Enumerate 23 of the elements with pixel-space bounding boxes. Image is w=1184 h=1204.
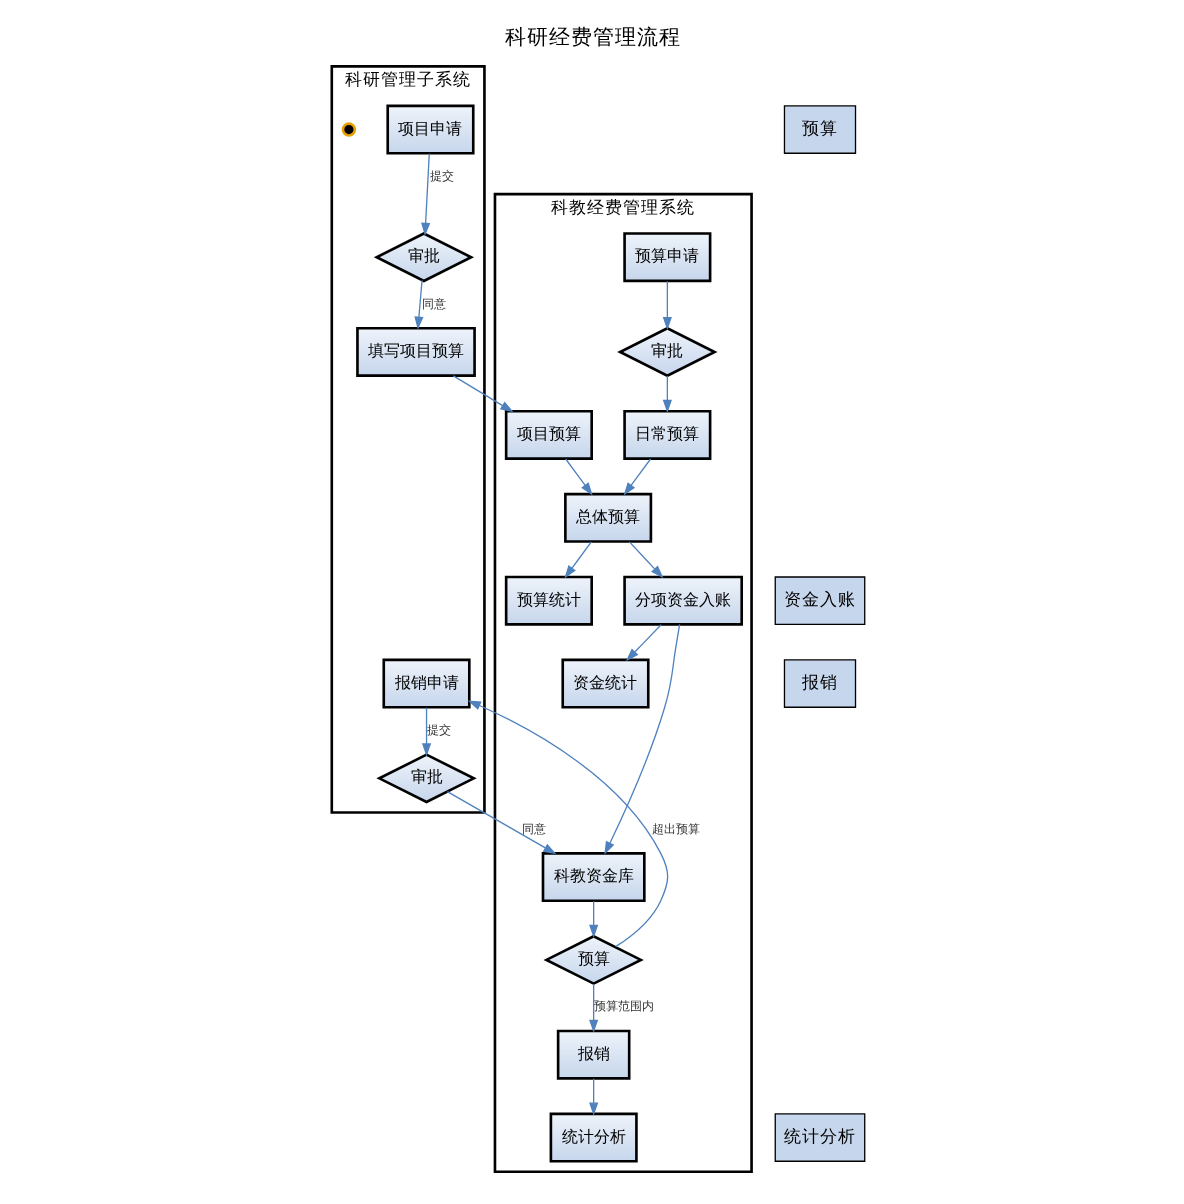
arrow	[588, 983, 598, 1033]
arrow	[564, 458, 592, 496]
arrow	[588, 1078, 598, 1116]
label: 报销	[801, 674, 837, 695]
label: 统计分析	[783, 1128, 855, 1149]
arrow	[603, 623, 680, 855]
node-circle	[340, 122, 356, 137]
arrow	[420, 153, 430, 236]
diagram-title: 科研经费管理流程	[504, 25, 680, 50]
arrow	[445, 790, 556, 855]
arrow	[466, 700, 668, 948]
arrow	[420, 707, 431, 757]
label: 预算	[801, 120, 837, 141]
arrow	[661, 375, 671, 413]
arrow	[661, 280, 671, 331]
arrow	[451, 375, 513, 413]
arrow	[588, 900, 598, 939]
arrow	[624, 624, 661, 662]
arrow	[563, 541, 591, 579]
arrow	[413, 279, 423, 330]
arrow	[627, 541, 663, 579]
label: 资金入账	[783, 591, 855, 612]
arrow	[622, 458, 651, 496]
